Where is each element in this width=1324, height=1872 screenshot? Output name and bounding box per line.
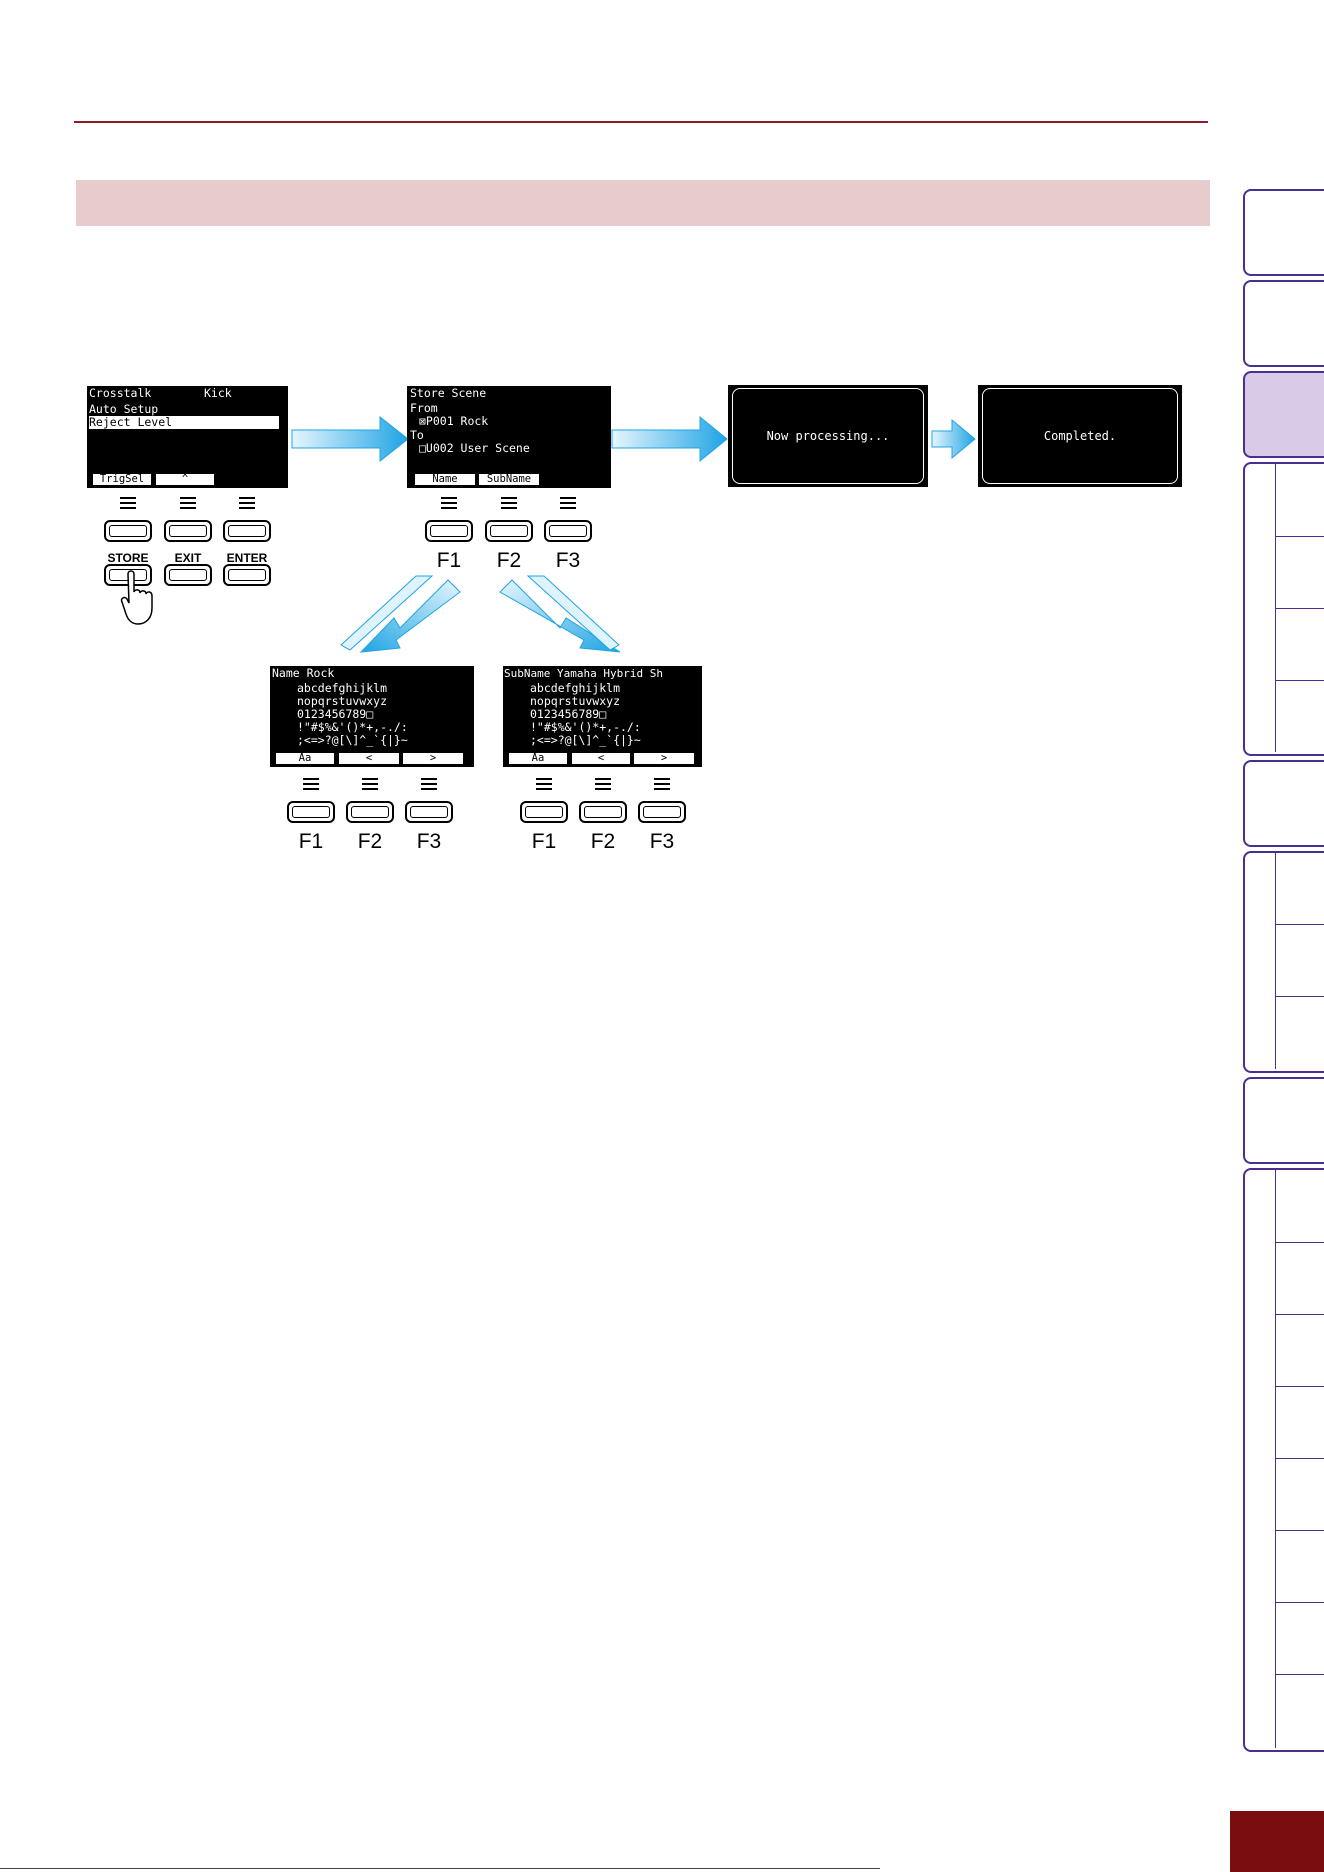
f1-label: F1 <box>531 830 557 853</box>
lcd-item-auto-setup: Auto Setup <box>89 402 159 416</box>
menu-lines-icon <box>536 778 552 792</box>
lcd-subname-edit: SubName Yamaha Hybrid Sh abcdefghijklm n… <box>503 666 702 767</box>
lcd-fkey-name: Name <box>415 474 475 485</box>
menu-lines-icon <box>120 497 136 511</box>
function-button-2[interactable] <box>164 520 212 542</box>
arrow-right-1 <box>291 415 409 463</box>
side-tab-5[interactable] <box>1243 760 1324 847</box>
f1-label: F1 <box>298 830 324 853</box>
f2-button[interactable] <box>579 801 627 823</box>
side-tab-4[interactable] <box>1243 462 1324 756</box>
char-row-1: abcdefghijklm <box>297 681 388 695</box>
f2-button[interactable] <box>485 520 533 542</box>
f2-label: F2 <box>357 830 383 853</box>
f3-button[interactable] <box>638 801 686 823</box>
processing-message: Now processing... <box>732 388 924 484</box>
footer-rule <box>0 1868 880 1869</box>
lcd-fkey-up: ^ <box>156 474 214 485</box>
side-tab-2[interactable] <box>1243 280 1324 367</box>
menu-lines-icon <box>501 497 517 511</box>
lcd-fkey-right: > <box>634 753 694 764</box>
char-row-3: 0123456789□ <box>297 707 374 721</box>
char-row-3: 0123456789□ <box>530 707 607 721</box>
side-tab-6[interactable] <box>1243 851 1324 1073</box>
lcd-fkey-left: < <box>572 753 630 764</box>
enter-label: ENTER <box>226 551 268 565</box>
menu-lines-icon <box>421 778 437 792</box>
exit-button[interactable] <box>164 564 212 586</box>
side-tab-7[interactable] <box>1243 1077 1324 1164</box>
lcd-now-processing: Now processing... <box>728 385 928 487</box>
f2-label: F2 <box>496 549 522 572</box>
lcd-title: Crosstalk <box>89 386 152 400</box>
pointing-hand-icon <box>120 570 153 625</box>
lcd-item-reject-level: Reject Level <box>89 416 279 429</box>
char-row-1: abcdefghijklm <box>530 681 621 695</box>
arrow-right-2 <box>611 415 728 463</box>
lcd-name-edit: Name Rock abcdefghijklm nopqrstuvwxyz 01… <box>270 666 474 767</box>
char-row-2: nopqrstuvwxyz <box>297 694 388 708</box>
menu-lines-icon <box>303 778 319 792</box>
lcd-pad: Kick <box>204 386 232 400</box>
lcd-fkey-right: > <box>403 753 463 764</box>
store-label: STORE <box>107 551 149 565</box>
char-row-5: ;<=>?@[\]^_`{|}~ <box>530 733 641 747</box>
char-row-4: !"#$%&'()*+,-./: <box>530 720 641 734</box>
lcd-title: Store Scene <box>410 386 487 400</box>
page-corner-block <box>1230 1811 1324 1872</box>
side-tab-8[interactable] <box>1243 1168 1324 1752</box>
f1-button[interactable] <box>520 801 568 823</box>
menu-lines-icon <box>362 778 378 792</box>
lcd-fkey-left: < <box>339 753 399 764</box>
lcd-crosstalk: Crosstalk Kick Auto Setup Reject Level T… <box>87 386 288 488</box>
menu-lines-icon <box>441 497 457 511</box>
side-tab-1[interactable] <box>1243 189 1324 276</box>
f1-button[interactable] <box>287 801 335 823</box>
lcd-store-scene: Store Scene From ⊠P001 Rock To □U002 Use… <box>407 386 611 488</box>
char-row-2: nopqrstuvwxyz <box>530 694 621 708</box>
lcd-title: SubName Yamaha Hybrid Sh <box>504 667 663 680</box>
menu-lines-icon <box>654 778 670 792</box>
char-row-4: !"#$%&'()*+,-./: <box>297 720 408 734</box>
function-button-3[interactable] <box>223 520 271 542</box>
section-heading-band <box>76 180 1210 226</box>
arrow-diagonal-left <box>340 575 461 653</box>
lcd-fkey-case: Aa <box>509 753 567 764</box>
enter-button[interactable] <box>223 564 271 586</box>
menu-lines-icon <box>560 497 576 511</box>
exit-label: EXIT <box>174 551 202 565</box>
f2-button[interactable] <box>346 801 394 823</box>
lcd-title: Name Rock <box>272 666 335 680</box>
arrow-right-3 <box>931 418 976 460</box>
f3-button[interactable] <box>544 520 592 542</box>
f3-label: F3 <box>555 549 581 572</box>
f3-label: F3 <box>649 830 675 853</box>
lcd-completed: Completed. <box>978 385 1182 487</box>
menu-lines-icon <box>239 497 255 511</box>
f3-button[interactable] <box>405 801 453 823</box>
f1-button[interactable] <box>425 520 473 542</box>
lcd-from-value: ⊠P001 Rock <box>419 414 489 428</box>
char-row-5: ;<=>?@[\]^_`{|}~ <box>297 733 408 747</box>
arrow-diagonal-right <box>499 575 621 653</box>
side-tab-3-active[interactable] <box>1243 371 1324 458</box>
lcd-from-label: From <box>410 401 438 415</box>
header-rule <box>74 121 1208 123</box>
f2-label: F2 <box>590 830 616 853</box>
completed-message: Completed. <box>982 388 1178 484</box>
menu-lines-icon <box>595 778 611 792</box>
lcd-to-value: □U002 User Scene <box>419 441 530 455</box>
lcd-fkey-subname: SubName <box>479 474 539 485</box>
lcd-fkey-trigsel: TrigSel <box>93 474 151 485</box>
f3-label: F3 <box>416 830 442 853</box>
menu-lines-icon <box>180 497 196 511</box>
f1-label: F1 <box>436 549 462 572</box>
lcd-fkey-case: Aa <box>276 753 334 764</box>
lcd-to-label: To <box>410 428 424 442</box>
function-button-1[interactable] <box>104 520 152 542</box>
